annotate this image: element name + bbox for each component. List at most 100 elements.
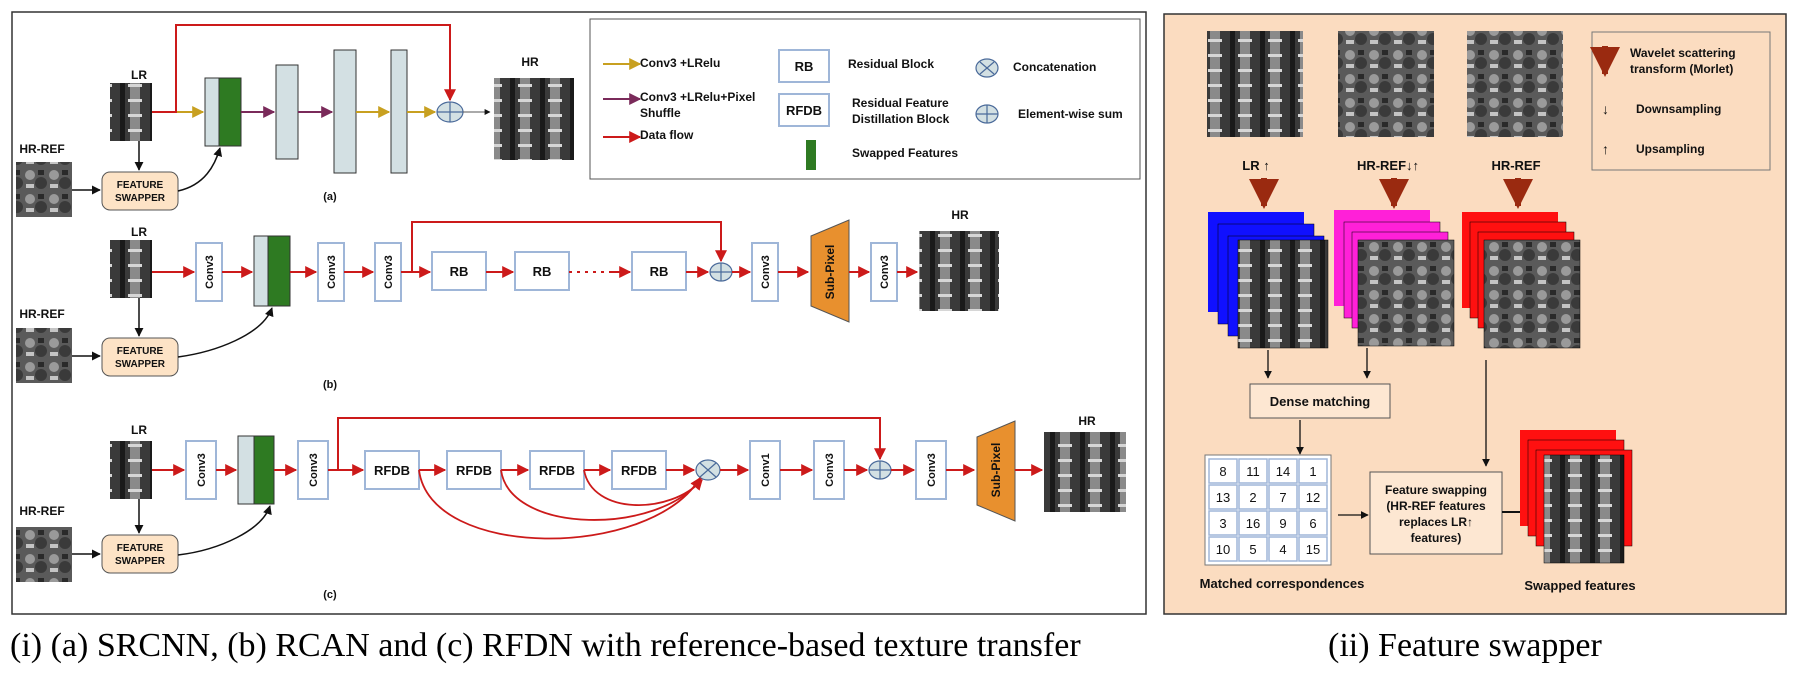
legend-down: Downsampling (1636, 102, 1721, 116)
swapper-b-line1: FEATURE (117, 346, 164, 357)
conv3-c4 (915, 440, 947, 500)
rb-b3-label: RB (650, 264, 669, 279)
lr-feature-stack (1208, 212, 1329, 349)
legend-rfdb-desc-1: Residual Feature (852, 96, 949, 110)
row-c-rfdn: LR HR-REF FEATURE SWAPPER Conv3 Conv3 RF… (16, 414, 1126, 601)
grid-cell-value: 7 (1279, 490, 1286, 505)
swapper-a-line1: FEATURE (117, 180, 164, 191)
rfdb-c1-label: RFDB (374, 463, 410, 478)
sub-label-c: (c) (323, 589, 337, 601)
legend-conv-pixel-1: Conv3 +LRelu+Pixel (640, 90, 755, 104)
hr-image-b (919, 231, 999, 311)
rfdb-c4 (611, 450, 667, 490)
grid-cell (1238, 536, 1268, 562)
matched-label: Matched correspondences (1200, 576, 1365, 591)
label-lr-up: LR ↑ (1242, 158, 1269, 173)
hrref-feature-stack (1462, 212, 1581, 349)
caption-panel-ii: (ii) Feature swapper (1328, 627, 1602, 664)
legend-conv-pixel-2: Shuffle (640, 106, 681, 120)
legend-concat: Concatenation (1013, 60, 1096, 74)
sub-label-b: (b) (323, 379, 337, 391)
feature-swap-line3: replaces LR↑ (1399, 515, 1473, 529)
features-swapped-c (253, 435, 275, 505)
grid-cell (1268, 458, 1298, 484)
grid-cell (1298, 536, 1328, 562)
hrref-image (1467, 31, 1563, 137)
legend-panel-i: Conv3 +LRelu Conv3 +LRelu+Pixel Shuffle … (589, 18, 1141, 180)
features-gray-b (253, 235, 269, 307)
grid-cell-value: 2 (1249, 490, 1256, 505)
hr-image-a (494, 78, 574, 160)
features-gray-a (204, 77, 220, 147)
grid-cell-value: 9 (1279, 516, 1286, 531)
grid-cell (1238, 458, 1268, 484)
hrref-label-b: HR-REF (19, 307, 64, 321)
legend-sum: Element-wise sum (1018, 107, 1123, 121)
conv-block-a3 (390, 49, 408, 174)
grid-cell (1238, 484, 1268, 510)
lr-label-c: LR (131, 423, 147, 437)
conv-block-a2 (333, 49, 357, 174)
hr-label-c: HR (1078, 414, 1096, 428)
conv1-c-label: Conv1 (760, 453, 772, 487)
conv3-c1-label: Conv3 (196, 453, 208, 487)
rfdb-c2 (446, 450, 502, 490)
sub-label-a: (a) (323, 191, 337, 203)
hr-label-b: HR (951, 208, 969, 222)
grid-cell (1268, 536, 1298, 562)
grid-cell (1298, 510, 1328, 536)
conv3-b4-label: Conv3 (760, 255, 772, 289)
legend-conv-lrelu: Conv3 +LRelu (640, 56, 720, 70)
subpixel-b-label: Sub-Pixel (823, 245, 837, 300)
rfdb-c3 (529, 450, 585, 490)
caption-panel-i: (i) (a) SRCNN, (b) RCAN and (c) RFDN wit… (10, 627, 1081, 664)
dense-link-c1 (418, 469, 701, 540)
hrref-image-a (16, 162, 72, 217)
feature-swap-line1: Feature swapping (1385, 483, 1487, 497)
swapper-b-line2: SWAPPER (115, 359, 166, 370)
dense-link-c3 (583, 469, 703, 506)
dense-matching-box (1249, 383, 1391, 419)
legend-rb-box-label: RB (795, 59, 814, 74)
arrow-swapper-features-c (177, 505, 272, 556)
conv3-c3-label: Conv3 (824, 453, 836, 487)
hrref-image-c (16, 527, 72, 582)
conv1-c (749, 440, 781, 500)
rfdb-c2-label: RFDB (456, 463, 492, 478)
conv3-b3-label: Conv3 (383, 255, 395, 289)
lr-image-b (110, 240, 152, 298)
sum-node-a (436, 101, 464, 123)
hrref-du-feature-stack (1334, 210, 1455, 347)
feature-swap-line4: features) (1411, 531, 1462, 545)
skip-connection-a (152, 24, 456, 113)
feature-swapper-b (101, 337, 179, 377)
grid-cell (1298, 458, 1328, 484)
legend-up-symbol: ↑ (1602, 141, 1609, 157)
grid-cell (1238, 510, 1268, 536)
feature-swapping-box (1369, 471, 1503, 555)
grid-cell-value: 8 (1219, 464, 1226, 479)
skip-connection-b (401, 221, 727, 273)
grid-cell-value: 13 (1216, 490, 1230, 505)
grid-cell-value: 10 (1216, 542, 1230, 557)
rfdb-c3-label: RFDB (539, 463, 575, 478)
grid-cell (1268, 484, 1298, 510)
skip-connection-c (328, 417, 886, 471)
legend-data-flow: Data flow (640, 128, 694, 142)
feature-swapper-c (101, 534, 179, 574)
label-hrref-du: HR-REF↓↑ (1357, 158, 1419, 173)
grid-cell (1208, 510, 1238, 536)
sum-node-b (709, 262, 733, 282)
rb-b3 (631, 251, 687, 291)
features-swapped-a (218, 77, 242, 147)
grid-cell-value: 16 (1246, 516, 1260, 531)
grid-cell (1298, 484, 1328, 510)
sum-node-c (868, 460, 892, 480)
hrref-label-c: HR-REF (19, 504, 64, 518)
legend-sum-icon (975, 104, 999, 124)
conv3-c4-label: Conv3 (926, 453, 938, 487)
panel-ii-feature-swapper: LR ↑ HR-REF↓↑ HR-REF Dens (1163, 13, 1787, 615)
features-swapped-b (267, 235, 291, 307)
conv-block-a1 (275, 64, 299, 160)
rb-b2-label: RB (533, 264, 552, 279)
